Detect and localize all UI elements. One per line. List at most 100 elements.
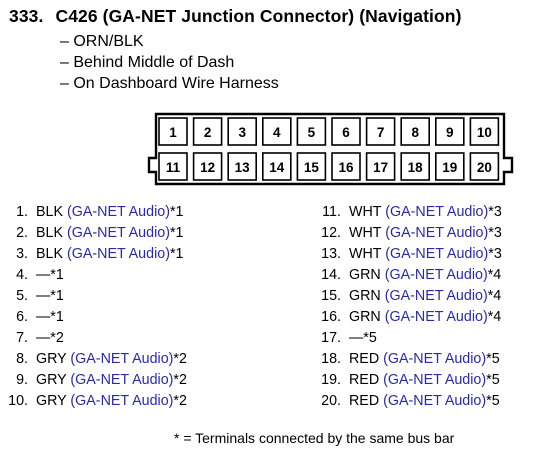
- wire-color: BLK: [35, 246, 67, 262]
- terminal-cell-17: [365, 152, 396, 181]
- pin-row: 10. GRY (GA-NET Audio)*2: [0, 391, 187, 412]
- pin-row: 17. —*5: [315, 328, 502, 349]
- terminal-number-1: 1: [169, 125, 177, 140]
- wire-color: GRY: [35, 372, 71, 388]
- terminal-number-18: 18: [408, 160, 424, 175]
- bus-bar-note: *5: [486, 372, 500, 388]
- bus-bar-note: *2: [173, 393, 187, 409]
- pin-row: 7. —*2: [0, 328, 187, 349]
- bus-bar-note: *4: [487, 309, 502, 325]
- wire-color: GRN: [348, 267, 385, 283]
- terminal-number-7: 7: [377, 125, 385, 140]
- wire-color: GRN: [348, 309, 385, 325]
- wire-color: WHT: [348, 204, 386, 220]
- terminal-number-3: 3: [238, 125, 246, 140]
- pin-row: 3. BLK (GA-NET Audio)*1: [0, 244, 187, 265]
- pin-number: 11.: [322, 204, 341, 220]
- bus-bar-note: *3: [488, 204, 502, 220]
- pin-number: 2.: [16, 225, 28, 241]
- footnote: * = Terminals connected by the same bus …: [174, 430, 455, 446]
- bus-bar-note: *1: [50, 288, 64, 304]
- bus-bar-note: *5: [486, 393, 500, 409]
- pin-number: 6.: [16, 309, 28, 325]
- signal-name: (GA-NET Audio): [384, 267, 488, 283]
- wire-color: —: [35, 309, 51, 325]
- pin-number: 8.: [16, 351, 28, 367]
- pin-row: 11. WHT (GA-NET Audio)*3: [315, 202, 502, 223]
- pin-row: 18. RED (GA-NET Audio)*5: [315, 349, 502, 370]
- pin-row: 4. —*1: [0, 265, 187, 286]
- wire-color: RED: [348, 372, 384, 388]
- terminal-number-20: 20: [477, 160, 492, 175]
- terminal-cell-15: [296, 152, 327, 181]
- wire-color: —: [35, 330, 51, 346]
- pin-number: 19.: [321, 372, 341, 388]
- detail-color: – ORN/BLK: [60, 33, 144, 50]
- signal-name: (GA-NET Audio): [66, 204, 170, 220]
- wire-color: BLK: [35, 225, 67, 241]
- terminal-cell-10: [469, 117, 500, 146]
- terminal-number-15: 15: [304, 160, 320, 175]
- terminal-number-2: 2: [204, 125, 212, 140]
- pin-row: 6. —*1: [0, 307, 187, 328]
- pin-number: 17.: [321, 330, 341, 346]
- terminal-cell-8: [400, 117, 430, 146]
- terminal-cell-1: [158, 117, 188, 146]
- terminal-cell-5: [296, 117, 327, 146]
- terminal-number-14: 14: [269, 160, 285, 175]
- signal-name: (GA-NET Audio): [385, 204, 489, 220]
- pin-number: 18.: [321, 351, 341, 367]
- terminal-number-11: 11: [166, 160, 181, 175]
- pin-row: 5. —*1: [0, 286, 187, 307]
- terminal-number-17: 17: [373, 160, 388, 175]
- bus-bar-note: *4: [487, 267, 502, 283]
- pin-row: 1. BLK (GA-NET Audio)*1: [0, 202, 187, 223]
- wire-color: —: [348, 330, 364, 346]
- pin-row: 14. GRN (GA-NET Audio)*4: [315, 265, 502, 286]
- wire-color: BLK: [35, 204, 67, 220]
- terminal-cell-4: [262, 117, 292, 146]
- wire-color: GRY: [35, 393, 71, 409]
- terminal-cell-19: [434, 152, 465, 181]
- pin-number: 16.: [321, 309, 341, 325]
- terminal-cell-9: [434, 117, 465, 146]
- bus-bar-note: *3: [488, 225, 502, 241]
- pin-row: 19. RED (GA-NET Audio)*5: [315, 370, 502, 391]
- terminal-cell-6: [331, 117, 361, 146]
- bus-bar-note: *2: [173, 351, 187, 367]
- pin-row: 16. GRN (GA-NET Audio)*4: [315, 307, 502, 328]
- signal-name: (GA-NET Audio): [383, 393, 487, 409]
- pin-number: 12.: [321, 225, 341, 241]
- terminal-number-8: 8: [411, 125, 419, 140]
- pin-number: 4.: [16, 267, 28, 283]
- pin-row: 15. GRN (GA-NET Audio)*4: [315, 286, 502, 307]
- pin-row: 2. BLK (GA-NET Audio)*1: [0, 223, 187, 244]
- wire-color: —: [35, 267, 51, 283]
- terminal-number-12: 12: [200, 160, 215, 175]
- wire-color: WHT: [348, 225, 386, 241]
- pin-row: 20. RED (GA-NET Audio)*5: [315, 391, 502, 412]
- bus-bar-note: *1: [169, 204, 184, 220]
- bus-bar-note: *5: [363, 330, 377, 346]
- pin-row: 13. WHT (GA-NET Audio)*3: [315, 244, 502, 265]
- pin-number: 3.: [16, 246, 28, 262]
- detail-harness: – On Dashboard Wire Harness: [60, 75, 279, 92]
- signal-name: (GA-NET Audio): [70, 372, 174, 388]
- page-title: 333.C426 (GA-NET Junction Connector) (Na…: [9, 6, 462, 27]
- bus-bar-note: *2: [173, 372, 187, 388]
- terminal-number-13: 13: [235, 160, 251, 175]
- pin-number: 5.: [16, 288, 28, 304]
- signal-name: (GA-NET Audio): [384, 288, 488, 304]
- terminal-number-10: 10: [477, 125, 492, 140]
- terminal-cell-16: [331, 152, 361, 181]
- bus-bar-note: *1: [50, 267, 64, 283]
- terminal-number-6: 6: [342, 125, 350, 140]
- terminal-cell-13: [227, 152, 257, 181]
- terminal-cell-2: [192, 117, 223, 146]
- terminal-cell-14: [262, 152, 292, 181]
- pin-number: 9.: [16, 372, 28, 388]
- wire-color: GRN: [348, 288, 385, 304]
- terminal-cell-3: [227, 117, 257, 146]
- terminal-cell-20: [469, 152, 500, 181]
